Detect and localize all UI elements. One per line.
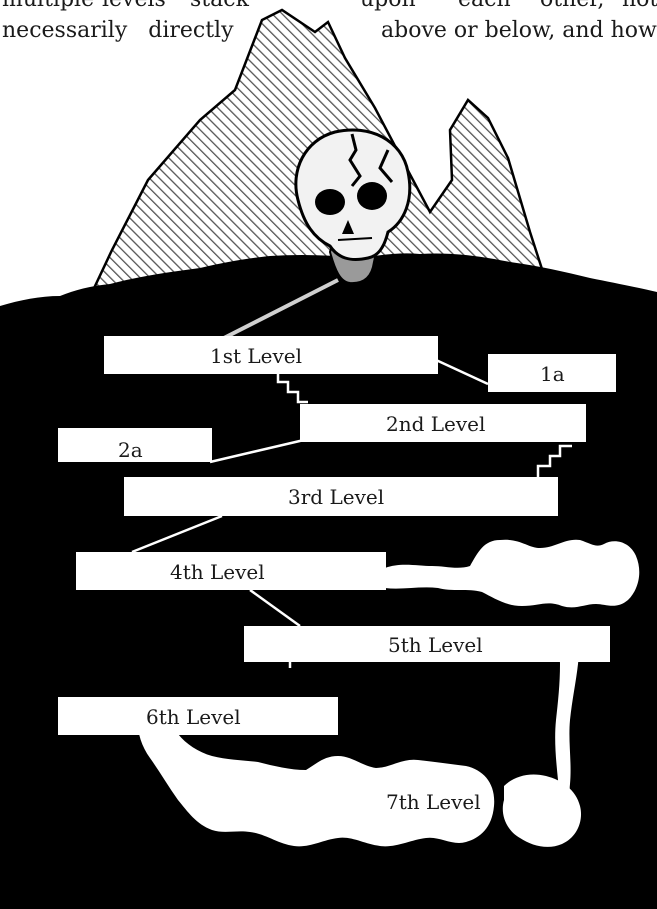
intro-line2-left: necessarily directly: [2, 18, 234, 43]
level-label: 5th Level: [388, 633, 483, 657]
intro-word: not: [622, 0, 657, 12]
level-label: 1a: [540, 362, 565, 386]
level-label: 3rd Level: [288, 485, 384, 509]
level-label: 7th Level: [386, 790, 481, 814]
intro-word: other,: [540, 0, 604, 12]
intro-word: levels: [102, 0, 166, 12]
skull-eye-left: [315, 189, 345, 215]
intro-line2-right: above or below, and how: [381, 18, 657, 43]
intro-word: multiple: [2, 0, 94, 12]
level-label: 1st Level: [210, 344, 302, 368]
level-label: 4th Level: [170, 560, 265, 584]
intro-word: stack: [190, 0, 250, 12]
skull-eye-right: [357, 182, 387, 210]
level-label: 2a: [118, 438, 143, 462]
intro-word: each: [458, 0, 511, 12]
intro-word: upon: [360, 0, 416, 12]
level-label: 2nd Level: [386, 412, 485, 436]
level-label: 6th Level: [146, 705, 241, 729]
